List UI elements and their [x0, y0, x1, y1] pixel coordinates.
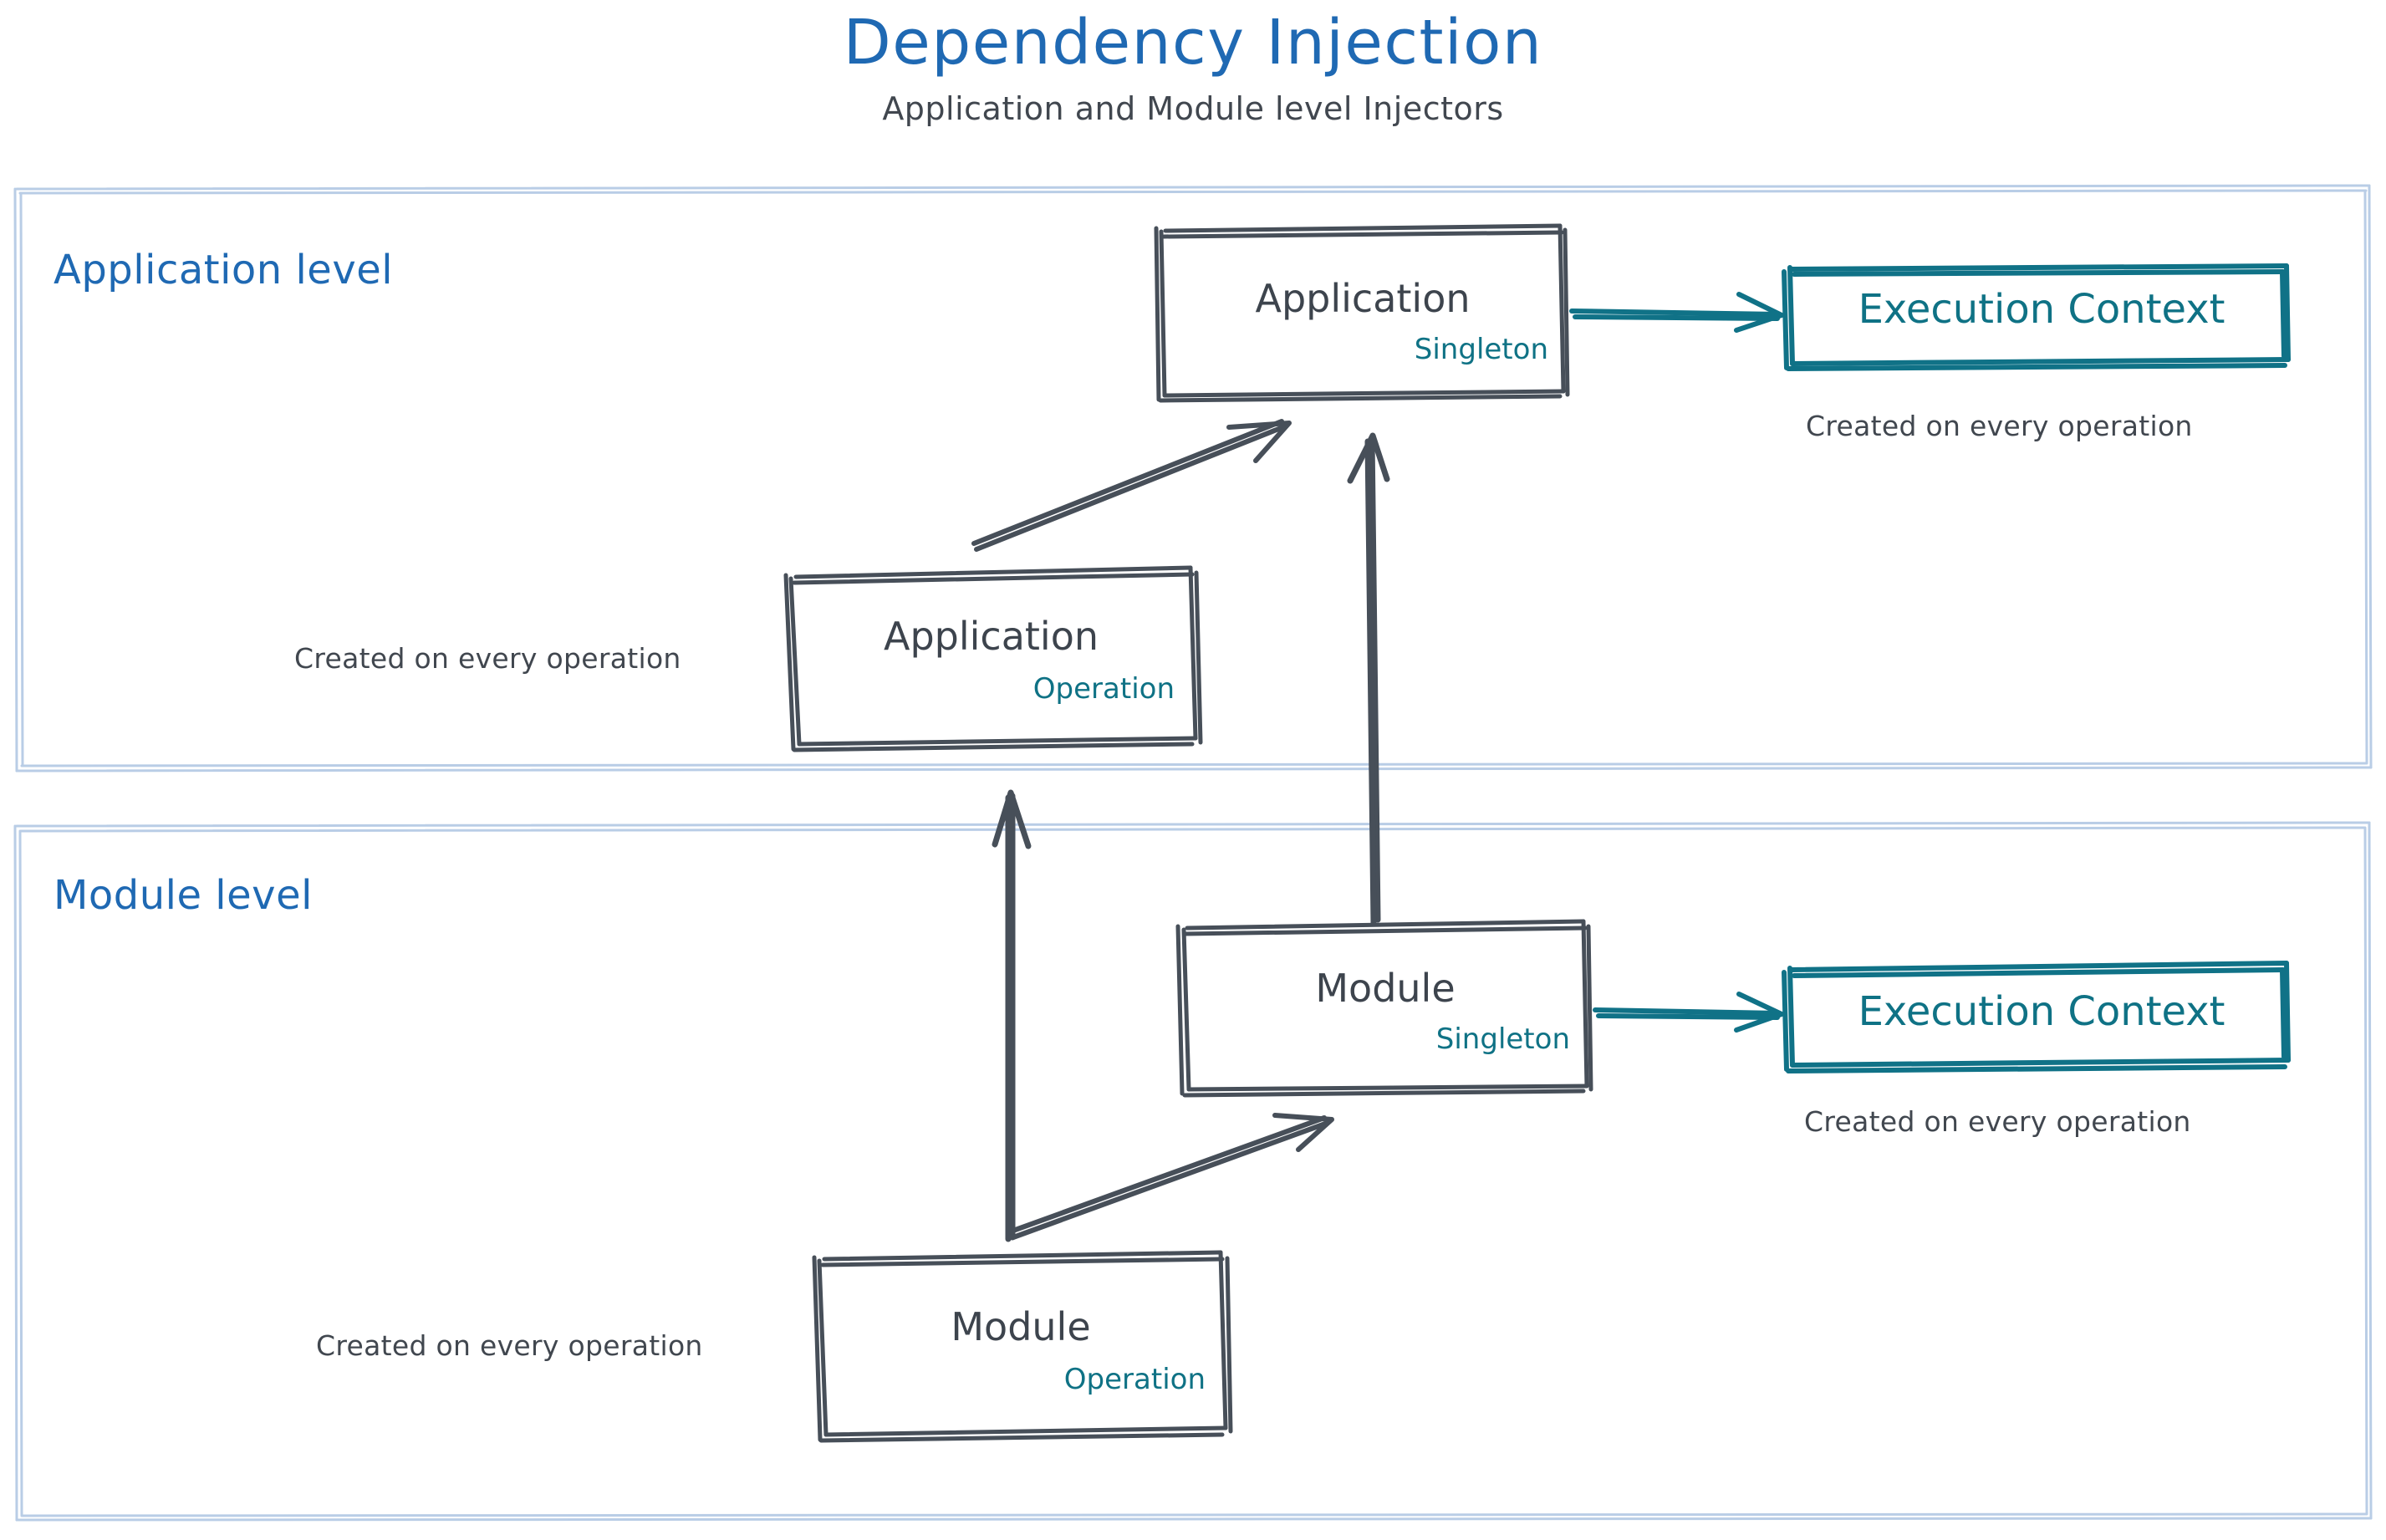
label-module-level: Module level — [54, 872, 313, 919]
caption-application-operation: Created on every operation — [294, 642, 681, 675]
caption-execution-context-module: Created on every operation — [1804, 1105, 2191, 1138]
label-application-level: Application level — [54, 247, 394, 293]
caption-execution-context-application: Created on every operation — [1806, 410, 2193, 442]
node-application-operation-title: Application — [883, 614, 1099, 659]
node-application-operation-scope: Operation — [1032, 672, 1175, 706]
page-subtitle: Application and Module level Injectors — [882, 90, 1504, 127]
node-application-singleton[interactable]: Application Singleton — [1162, 227, 1563, 395]
node-execution-context-module-title: Execution Context — [1858, 988, 2225, 1035]
node-execution-context-application-title: Execution Context — [1858, 286, 2225, 333]
node-application-singleton-title: Application — [1255, 276, 1471, 321]
node-module-operation-scope: Operation — [1063, 1363, 1206, 1396]
title-block: Dependency Injection Application and Mod… — [0, 12, 2386, 127]
node-module-operation-title: Module — [951, 1304, 1091, 1349]
node-module-singleton[interactable]: Module Singleton — [1185, 924, 1585, 1083]
node-application-operation[interactable]: Application Operation — [793, 570, 1190, 737]
page-title: Dependency Injection — [843, 7, 1543, 79]
node-execution-context-application[interactable]: Execution Context — [1799, 266, 2284, 358]
node-module-singleton-scope: Singleton — [1435, 1022, 1570, 1056]
caption-module-operation: Created on every operation — [316, 1329, 703, 1362]
node-module-singleton-title: Module — [1315, 966, 1456, 1011]
node-execution-context-module[interactable]: Execution Context — [1799, 968, 2284, 1060]
node-module-operation[interactable]: Module Operation — [821, 1256, 1221, 1433]
node-application-singleton-scope: Singleton — [1414, 333, 1548, 366]
